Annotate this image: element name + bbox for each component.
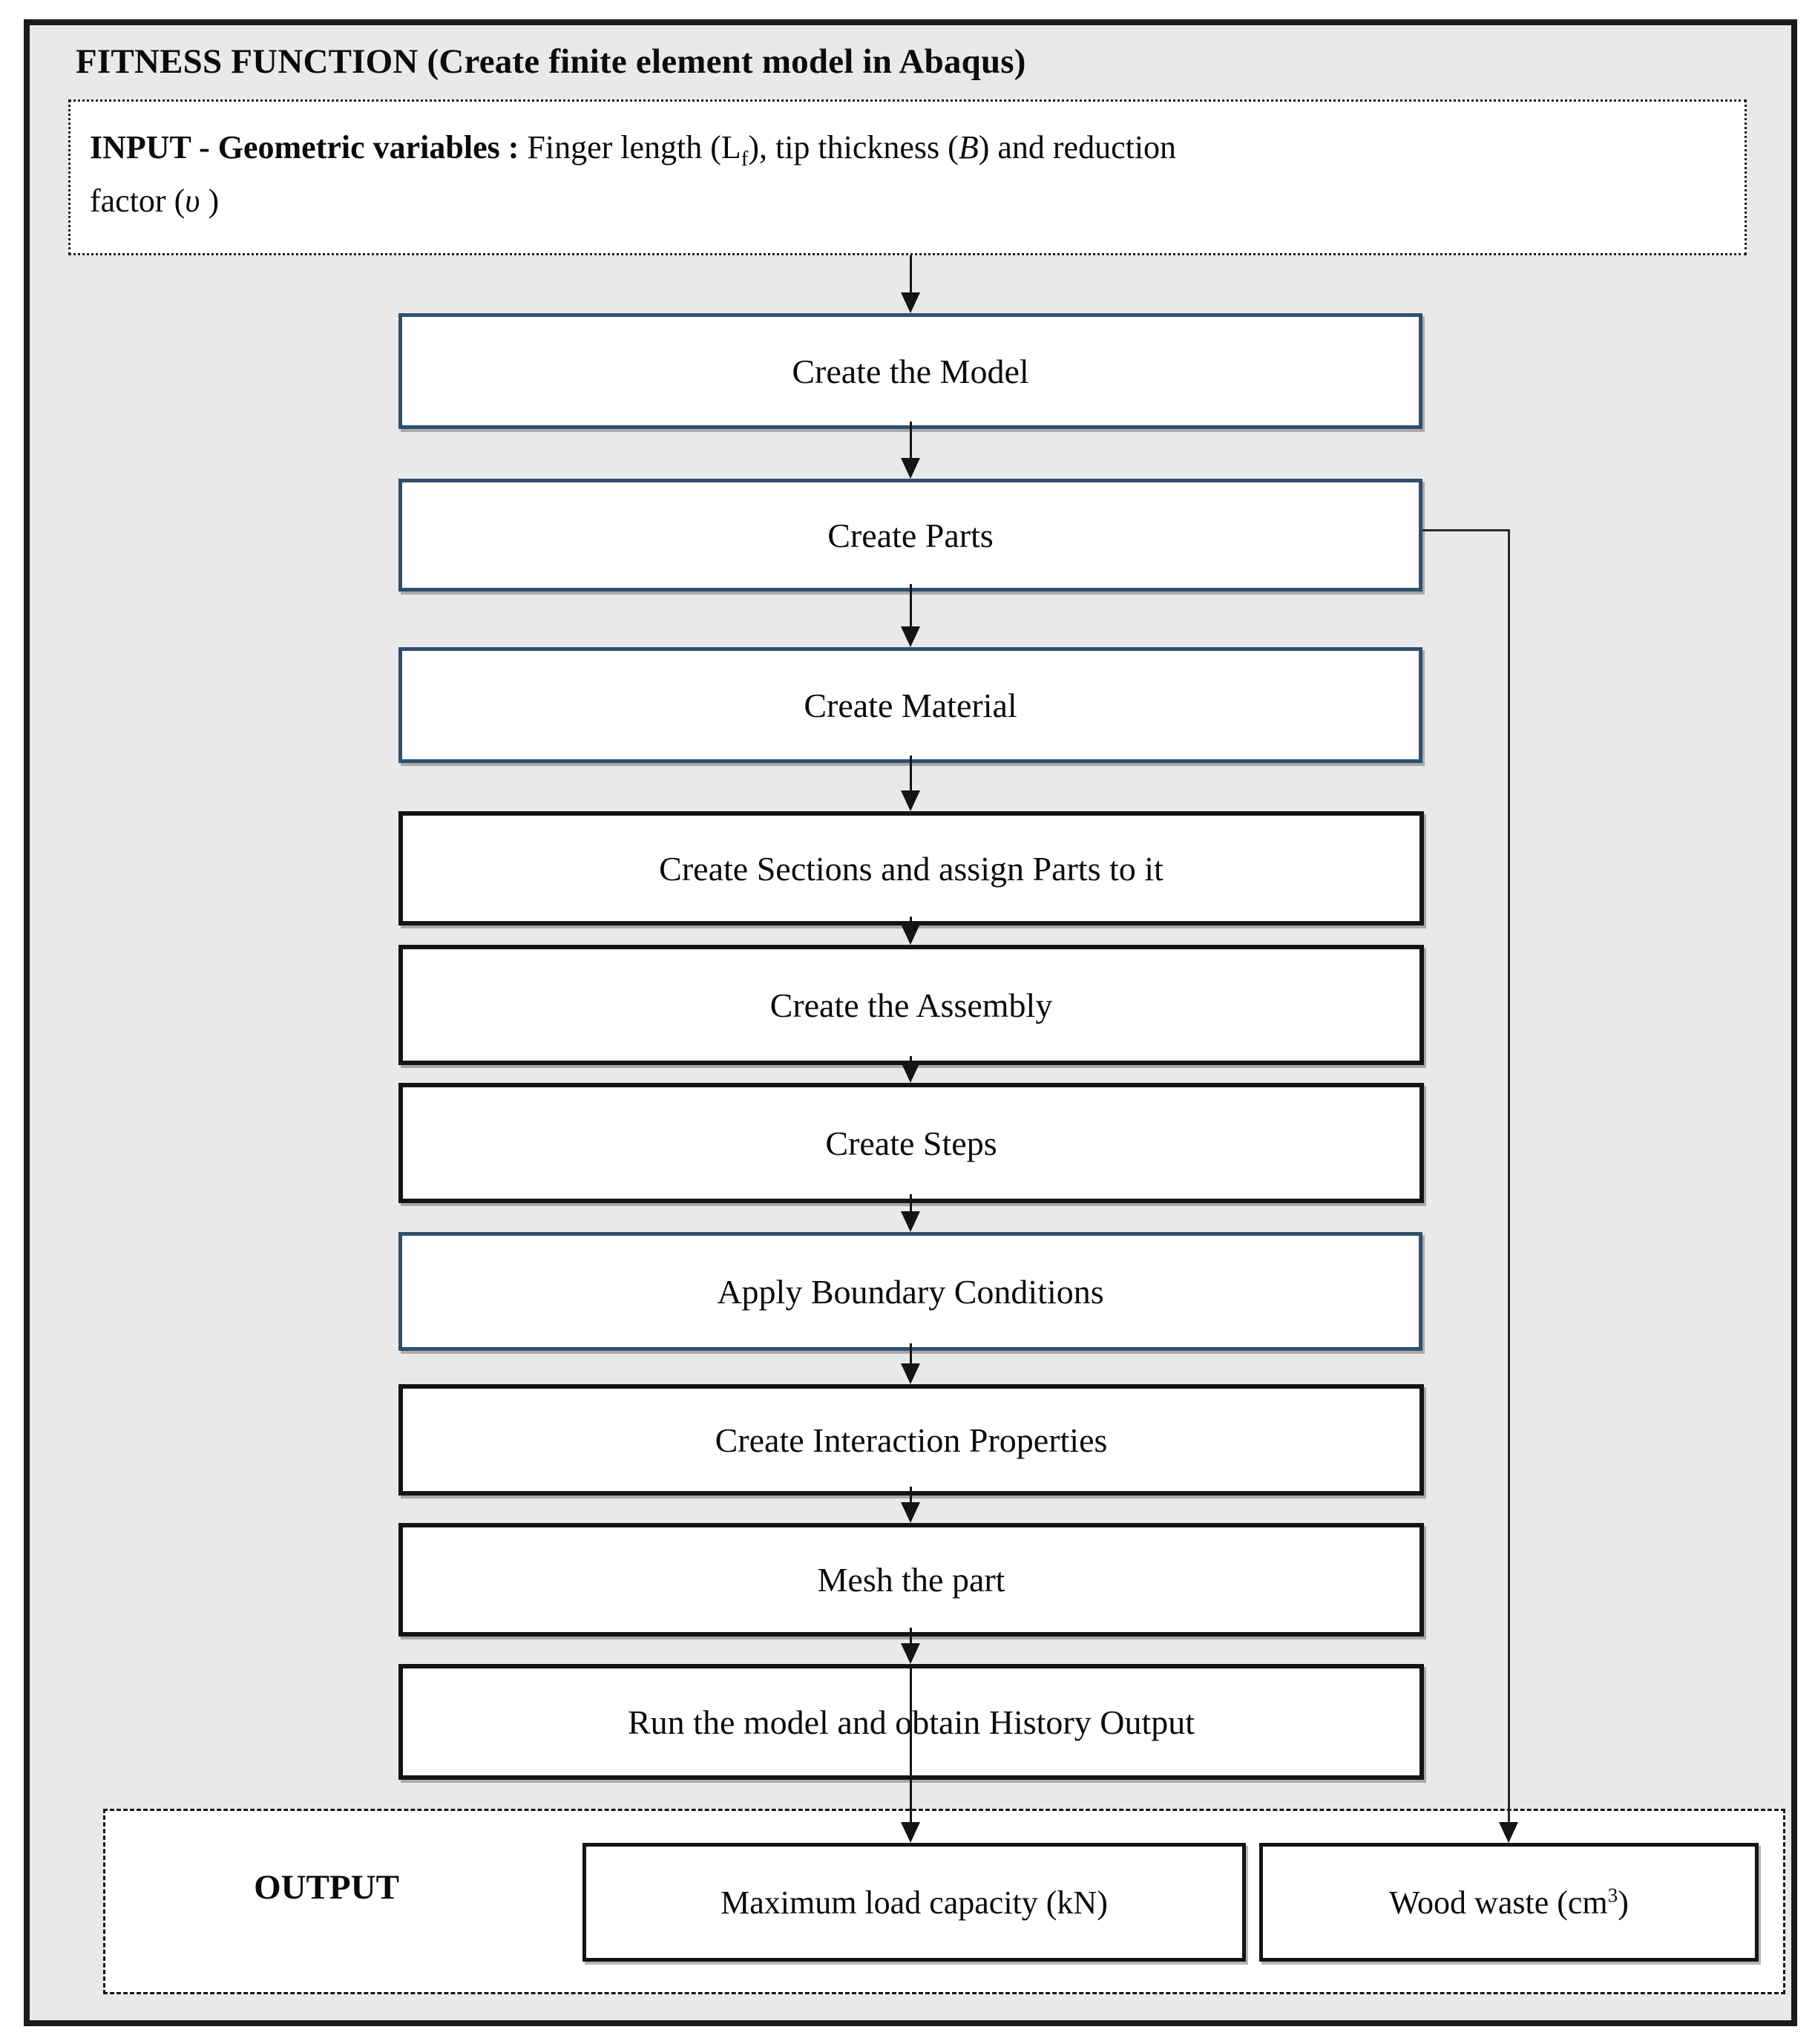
subscript-f: f [741, 147, 749, 171]
input-line1-b: ), tip thickness ( [748, 129, 959, 166]
arrow-down-mesh-to-run [900, 1628, 921, 1664]
result-wood-waste: Wood waste (cm3) [1259, 1843, 1759, 1962]
arrow-down-boundary-to-interaction [900, 1343, 921, 1384]
connector-parts-horizontal [1422, 529, 1510, 531]
arrowhead-icon [1499, 1822, 1518, 1843]
arrow-down-parts-to-material [900, 584, 921, 647]
arrowhead-icon [901, 1062, 920, 1083]
step-create-interaction: Create Interaction Properties [398, 1384, 1424, 1496]
step-label: Create Steps [825, 1124, 997, 1162]
wood-waste-text: Wood waste (cm [1389, 1884, 1608, 1921]
input-line2-b: ) [200, 183, 220, 219]
arrow-down-model-to-parts [900, 422, 921, 479]
wood-waste-paren: ) [1618, 1884, 1629, 1921]
step-create-parts: Create Parts [398, 479, 1422, 592]
arrowhead-icon [901, 626, 920, 647]
step-label: Mesh the part [817, 1561, 1005, 1599]
input-text: INPUT - Geometric variables : Finger len… [90, 121, 1730, 228]
arrowhead-icon [901, 292, 920, 313]
arrowhead-icon [901, 1502, 920, 1523]
outer-frame: FITNESS FUNCTION (Create finite element … [24, 19, 1797, 2026]
step-label: Create Interaction Properties [715, 1421, 1108, 1459]
input-label: INPUT - Geometric variables : [90, 129, 528, 166]
result-label: Wood waste (cm3) [1389, 1884, 1629, 1922]
step-label: Create Sections and assign Parts to it [659, 849, 1163, 888]
step-label: Create the Model [792, 352, 1029, 390]
step-label: Apply Boundary Conditions [717, 1272, 1104, 1311]
input-line1-c: ) and reduction [978, 129, 1177, 166]
arrow-down-assembly-to-steps [900, 1056, 921, 1083]
page-title: FITNESS FUNCTION (Create finite element … [76, 42, 1026, 81]
connector-parts-vertical [1508, 529, 1510, 1827]
arrow-down-interaction-to-mesh [900, 1487, 921, 1523]
superscript-3: 3 [1607, 1883, 1618, 1906]
step-create-assembly: Create the Assembly [398, 945, 1424, 1065]
step-mesh-part: Mesh the part [398, 1523, 1424, 1637]
step-create-steps: Create Steps [398, 1083, 1424, 1203]
step-label: Create Material [804, 686, 1017, 724]
arrowhead-icon [901, 458, 920, 479]
step-create-model: Create the Model [398, 313, 1422, 429]
output-label: OUTPUT [254, 1868, 399, 1907]
arrow-down-sections-to-assembly [900, 917, 921, 945]
arrow-down-run-to-max-load [900, 1664, 921, 1843]
arrow-down-input-to-model [900, 255, 921, 313]
arrowhead-icon [901, 1211, 920, 1232]
step-create-sections: Create Sections and assign Parts to it [398, 811, 1424, 926]
arrow-down-steps-to-boundary [900, 1194, 921, 1232]
variable-upsilon: υ [185, 183, 200, 219]
input-line2-a: factor ( [90, 183, 186, 219]
arrowhead-icon [901, 1643, 920, 1664]
result-label: Maximum load capacity (kN) [721, 1884, 1108, 1921]
step-label: Create the Assembly [769, 986, 1053, 1024]
arrowhead-icon [901, 790, 920, 811]
step-label: Create Parts [827, 516, 994, 554]
variable-B: B [958, 129, 979, 166]
arrow-down-material-to-sections [900, 756, 921, 811]
arrowhead-icon [901, 924, 920, 945]
arrowhead-icon [901, 1363, 920, 1384]
arrowhead-icon [901, 1822, 920, 1843]
result-max-load: Maximum load capacity (kN) [582, 1843, 1246, 1962]
input-line1-a: Finger length (L [527, 129, 741, 166]
step-apply-boundary: Apply Boundary Conditions [398, 1232, 1422, 1351]
step-create-material: Create Material [398, 647, 1422, 763]
input-box: INPUT - Geometric variables : Finger len… [68, 99, 1747, 255]
